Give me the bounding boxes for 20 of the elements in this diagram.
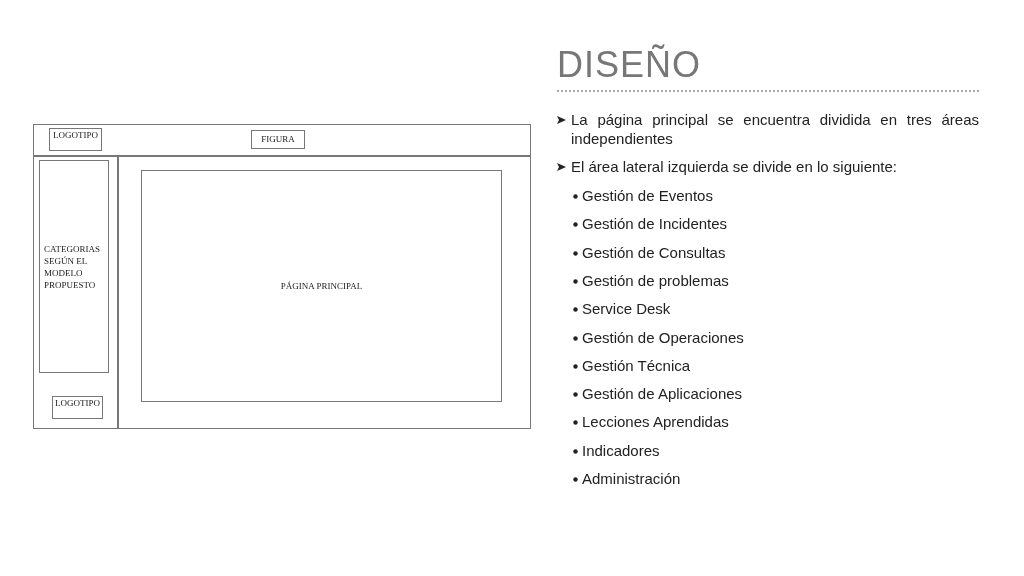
list-item-text: Administración [582, 469, 682, 488]
list-item-text: Gestión de Eventos [582, 186, 714, 205]
placeholder-box: FIGURA [251, 130, 305, 149]
list-item-text: Gestión Técnica [582, 355, 692, 375]
list-item-text: Gestión de Consultas [582, 242, 727, 262]
main-page-area: PÁGINA PRINCIPAL [141, 170, 502, 402]
list-item-text: Service Desk [582, 299, 672, 319]
placeholder-box: LOGOTIPO [52, 396, 103, 419]
wireframe-frame [33, 124, 531, 429]
list-item-text: Gestión de Incidentes [582, 214, 729, 234]
slide-title: DISEÑO [557, 44, 702, 86]
list-item-text: Indicadores [582, 440, 661, 460]
list-item-text: Gestión de Operaciones [582, 327, 745, 347]
sidebar-panel: CATEGORIAS SEGÚN EL MODELO PROPUESTO [39, 160, 109, 373]
bullet-text: La página principal se encuentra dividida en tres áreas independientes [571, 110, 979, 148]
list-item-text: Lecciones Aprendidas [582, 412, 730, 432]
list-item-text: Gestión de problemas [582, 270, 730, 290]
placeholder-box: LOGOTIPO [49, 128, 102, 151]
list-item-text: Gestión de Aplicaciones [582, 384, 744, 404]
bullet-text: El área lateral izquierda se divide en lo siguiente: [571, 157, 899, 176]
